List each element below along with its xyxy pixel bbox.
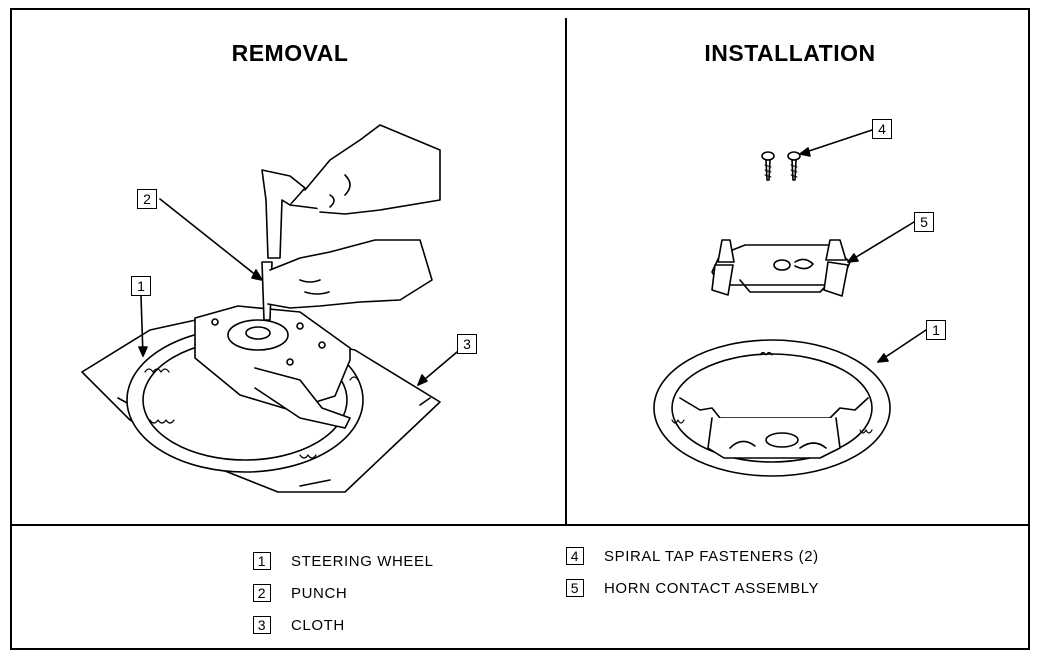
legend-label: HORN CONTACT ASSEMBLY [604, 579, 820, 597]
punch-illustration [261, 261, 273, 321]
removal-title: REMOVAL [231, 40, 349, 66]
legend-label: PUNCH [291, 584, 348, 602]
legend-item: 5 HORN CONTACT ASSEMBLY [566, 579, 819, 597]
legend-item: 1 STEERING WHEEL [253, 552, 434, 570]
legend-item: 3 CLOTH [253, 616, 345, 634]
legend-label: STEERING WHEEL [291, 552, 434, 570]
steering-wheel-removal [126, 305, 364, 473]
legend-label: SPIRAL TAP FASTENERS (2) [604, 547, 819, 565]
callout-removal-cloth: 3 [457, 334, 477, 354]
installation-title: INSTALLATION [704, 40, 876, 66]
spiral-tap-fasteners-illustration [761, 151, 801, 181]
callout-install-fasteners: 4 [872, 119, 892, 139]
diagram-frame [10, 8, 1030, 650]
legend-number: 1 [253, 552, 271, 570]
legend-number: 2 [253, 584, 271, 602]
panel-divider [565, 18, 567, 524]
callout-install-horn-contact: 5 [914, 212, 934, 232]
legend-item: 2 PUNCH [253, 584, 347, 602]
legend-number: 5 [566, 579, 584, 597]
legend-label: CLOTH [291, 616, 345, 634]
legend-number: 4 [566, 547, 584, 565]
horn-contact-assembly-illustration [711, 239, 851, 297]
legend-divider [10, 524, 1030, 526]
steering-wheel-installation [653, 339, 891, 477]
callout-removal-steering-wheel: 1 [131, 276, 151, 296]
callout-install-steering-wheel: 1 [926, 320, 946, 340]
legend-number: 3 [253, 616, 271, 634]
hands-illustration [267, 124, 441, 309]
callout-removal-punch: 2 [137, 189, 157, 209]
legend-item: 4 SPIRAL TAP FASTENERS (2) [566, 547, 819, 565]
